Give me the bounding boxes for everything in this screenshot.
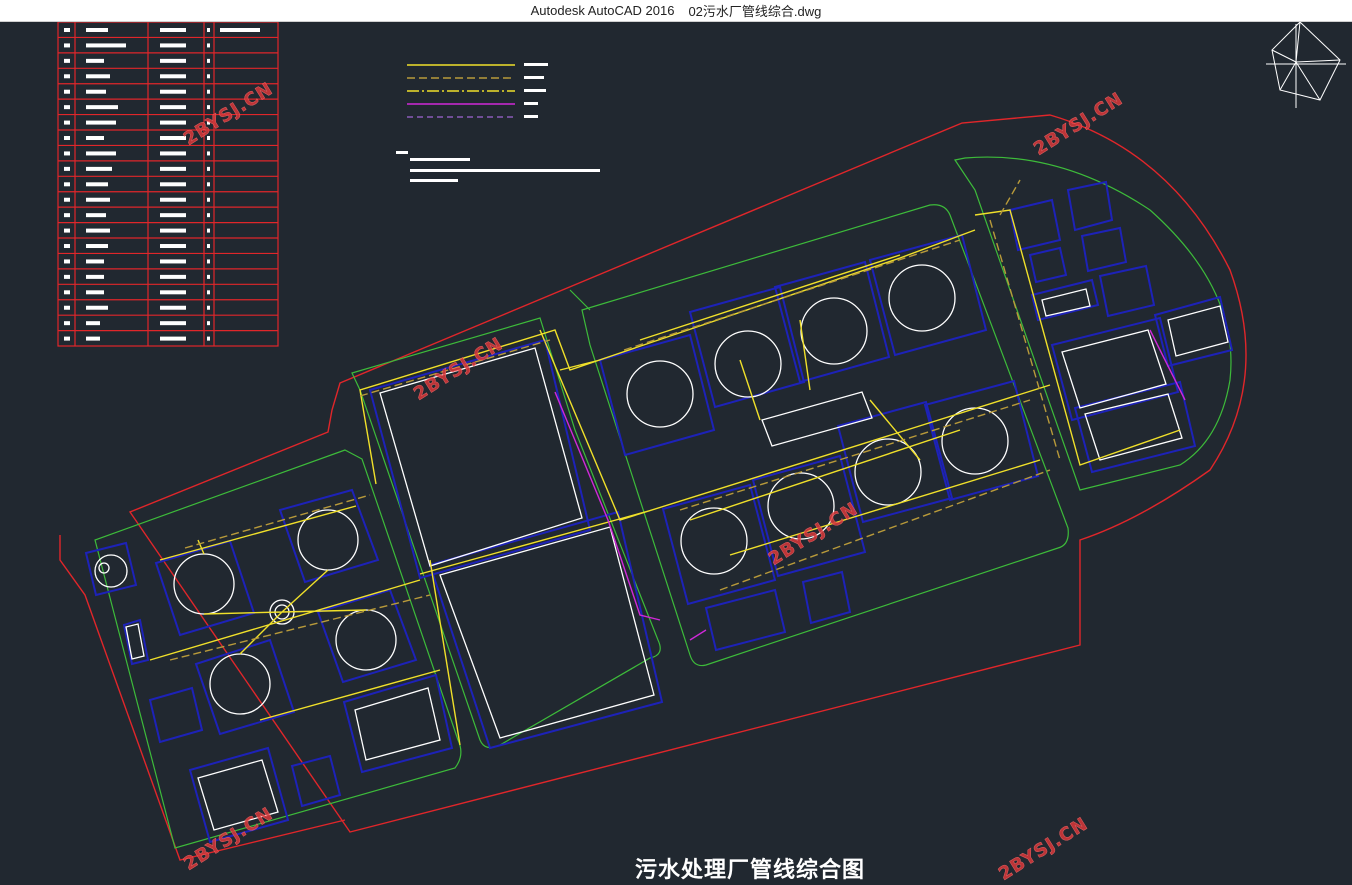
legend-no-mark [64,89,70,94]
legend-qty-mark [207,151,210,156]
legend-qty-mark [207,228,210,233]
legend-spec-mark [160,290,186,295]
legend-qty-mark [207,136,210,141]
legend-no-mark [64,259,70,264]
legend-qty-mark [207,336,210,341]
file-name: 02污水厂管线综合.dwg [688,4,822,19]
legend-name-mark [86,290,104,295]
legend-name-mark [86,105,118,110]
legend-no-mark [64,166,70,171]
legend-spec-mark [160,321,186,326]
pipelines [149,179,1186,746]
legend-qty-mark [207,290,210,295]
cad-drawing[interactable] [0,22,1352,884]
legend-qty-mark [207,105,210,110]
legend-spec-mark [160,58,186,63]
legend-qty-mark [207,120,210,125]
legend-spec-mark [160,43,186,48]
legend-table [57,22,279,347]
legend-qty-mark [207,58,210,63]
legend-spec-mark [160,182,186,187]
legend-no-mark [64,74,70,79]
legend-spec-mark [160,336,186,341]
legend-name-mark [86,197,110,202]
legend-qty-mark [207,43,210,48]
legend-qty-mark [207,74,210,79]
legend-qty-mark [207,28,210,32]
legend-qty-mark [207,166,210,171]
site-boundary [59,114,1247,861]
legend-qty-mark [207,274,210,279]
legend-no-mark [64,213,70,218]
legend-no-mark [64,28,70,32]
legend-name-mark [86,89,106,94]
legend-no-mark [64,58,70,63]
north-arrow-icon [1266,22,1346,108]
legend-name-mark [86,151,116,156]
drawing-title: 污水处理厂管线综合图 [634,857,865,883]
legend-qty-mark [207,182,210,187]
legend-spec-mark [160,136,186,141]
legend-name-mark [86,43,126,48]
legend-name-mark [86,166,112,171]
legend-no-mark [64,182,70,187]
legend-no-mark [64,151,70,156]
app-title: Autodesk AutoCAD 2016 [530,3,675,18]
legend-spec-mark [160,28,186,32]
legend-name-mark [86,305,108,310]
legend-no-mark [64,228,70,233]
legend-name-mark [86,28,108,32]
legend-spec-mark [160,213,186,218]
legend-spec-mark [160,305,186,310]
legend-spec-mark [160,105,186,110]
drawing-canvas[interactable]: 2BYSJ.CN 2BYSJ.CN 2BYSJ.CN 2BYSJ.CN 2BYS… [0,22,1352,885]
legend-no-mark [64,305,70,310]
legend-qty-mark [207,244,210,249]
legend-spec-mark [160,166,186,171]
legend-spec-mark [160,274,186,279]
legend-qty-mark [207,321,210,326]
legend-no-mark [64,244,70,249]
road-network [94,156,1232,849]
legend-name-mark [86,120,116,125]
legend-name-mark [86,182,108,187]
legend-qty-mark [207,89,210,94]
legend-spec-mark [160,74,186,79]
legend-no-mark [64,136,70,141]
pipe-legend [407,64,515,118]
structure-inner [94,264,1229,831]
legend-no-mark [64,43,70,48]
legend-spec-mark [160,89,186,94]
legend-name-mark [86,321,100,326]
legend-name-mark [86,136,104,141]
window-titlebar: Autodesk AutoCAD 2016 02污水厂管线综合.dwg [0,0,1352,22]
legend-name-mark [86,336,100,341]
legend-name-mark [86,274,104,279]
legend-name-mark [86,259,104,264]
legend-spec-mark [160,120,186,125]
legend-spec-mark [160,244,186,249]
legend-no-mark [64,105,70,110]
legend-spec-mark [160,228,186,233]
legend-name-mark [86,228,110,233]
legend-name-mark [86,244,108,249]
legend-spec-mark [160,197,186,202]
legend-spec-mark [160,151,186,156]
legend-no-mark [64,321,70,326]
legend-no-mark [64,274,70,279]
structures [84,180,1234,844]
legend-no-mark [64,336,70,341]
legend-name-mark [86,213,106,218]
legend-qty-mark [207,213,210,218]
legend-note-mark [220,28,260,32]
legend-qty-mark [207,305,210,310]
legend-qty-mark [207,259,210,264]
legend-no-mark [64,197,70,202]
legend-name-mark [86,74,110,79]
legend-spec-mark [160,259,186,264]
legend-name-mark [86,58,104,63]
legend-qty-mark [207,197,210,202]
legend-no-mark [64,120,70,125]
legend-no-mark [64,290,70,295]
